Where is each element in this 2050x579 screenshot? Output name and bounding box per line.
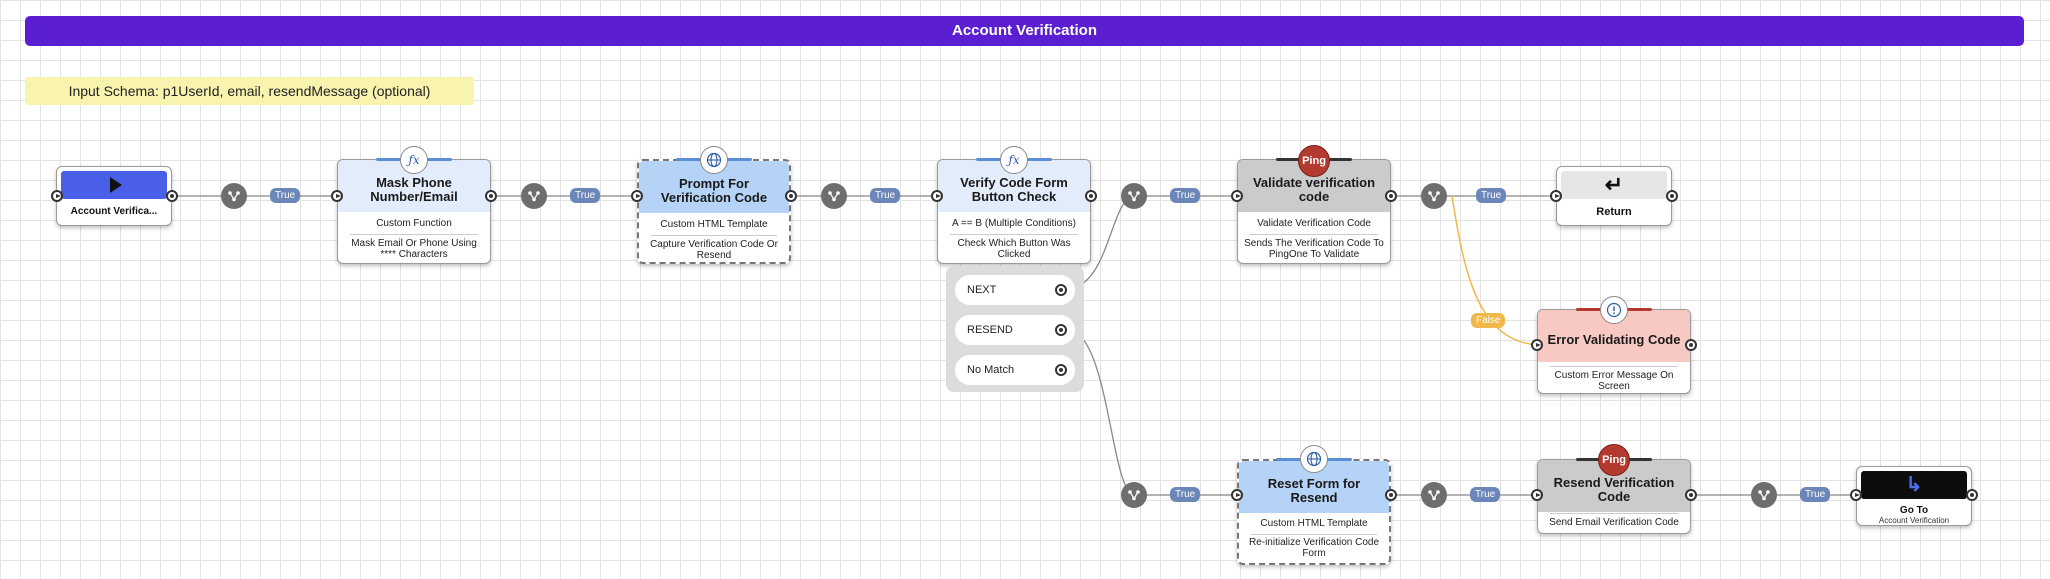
reset-form-node[interactable]: Reset Form for Resend Custom HTML Templa… — [1237, 459, 1391, 565]
validate-input-port[interactable] — [1231, 190, 1243, 202]
outcome-list: NEXT RESEND No Match — [946, 266, 1084, 392]
prompt-title: Prompt For Verification Code — [639, 161, 789, 213]
outcome-next[interactable]: NEXT — [955, 275, 1075, 305]
true-connector-label[interactable]: True — [1470, 487, 1501, 502]
join-icon[interactable] — [821, 183, 847, 209]
return-input-port[interactable] — [1550, 190, 1562, 202]
goto-node[interactable]: ↳ Go To Account Verification — [1856, 466, 1972, 526]
play-icon — [110, 177, 122, 193]
return-arrow-icon: ↵ — [1604, 172, 1624, 197]
true-connector-label[interactable]: True — [870, 188, 901, 203]
mask-input-port[interactable] — [331, 190, 343, 202]
verify-desc: Check Which Button Was Clicked — [957, 238, 1071, 260]
outcome-next-port[interactable] — [1055, 284, 1067, 296]
flow-title-banner: Account Verification — [25, 16, 2024, 46]
resend-code-node[interactable]: Resend Verification Code Send Email Veri… — [1537, 459, 1691, 534]
join-icon[interactable] — [1121, 482, 1147, 508]
join-icon[interactable] — [221, 183, 247, 209]
prompt-type: Custom HTML Template — [660, 219, 768, 230]
join-icon[interactable] — [1121, 183, 1147, 209]
true-connector-label[interactable]: True — [1170, 188, 1201, 203]
validate-desc: Sends The Verification Code To PingOne T… — [1244, 238, 1384, 260]
mask-phone-node[interactable]: Mask Phone Number/Email Custom Function … — [337, 159, 491, 264]
start-node[interactable]: Account Verifica... — [56, 166, 172, 226]
globe-icon — [1300, 445, 1328, 473]
resend-input-port[interactable] — [1531, 489, 1543, 501]
input-schema-note: Input Schema: p1UserId, email, resendMes… — [25, 77, 474, 105]
true-connector-label[interactable]: True — [270, 188, 301, 203]
verify-input-port[interactable] — [931, 190, 943, 202]
return-node[interactable]: ↵ Return — [1556, 166, 1672, 226]
mask-phone-title: Mask Phone Number/Email — [338, 160, 490, 212]
reset-input-port[interactable] — [1231, 489, 1243, 501]
goto-button[interactable]: ↳ — [1861, 471, 1967, 499]
mask-output-port[interactable] — [485, 190, 497, 202]
mask-phone-type: Custom Function — [376, 218, 452, 229]
function-icon: ƒx — [1000, 146, 1028, 174]
join-icon[interactable] — [1421, 183, 1447, 209]
false-connector-label[interactable]: False — [1471, 313, 1506, 328]
prompt-verification-node[interactable]: Prompt For Verification Code Custom HTML… — [637, 159, 791, 264]
join-icon[interactable] — [1751, 482, 1777, 508]
globe-icon — [700, 146, 728, 174]
outcome-resend[interactable]: RESEND — [955, 315, 1075, 345]
reset-type: Custom HTML Template — [1260, 518, 1368, 529]
goto-target: Account Verification — [1878, 516, 1950, 525]
outcome-no-match[interactable]: No Match — [955, 355, 1075, 385]
outcome-no-match-port[interactable] — [1055, 364, 1067, 376]
ping-icon: Ping — [1298, 145, 1330, 177]
verify-type: A == B (Multiple Conditions) — [952, 218, 1076, 229]
reset-desc: Re-initialize Verification Code Form — [1248, 537, 1380, 559]
true-connector-label[interactable]: True — [1800, 487, 1831, 502]
join-icon[interactable] — [1421, 482, 1447, 508]
goto-input-port[interactable] — [1850, 489, 1862, 501]
prompt-desc: Capture Verification Code Or Resend — [650, 239, 778, 261]
goto-label: Go To — [1899, 505, 1929, 516]
return-button[interactable]: ↵ — [1561, 171, 1667, 199]
redirect-arrow-icon: ↳ — [1905, 474, 1923, 496]
error-output-port[interactable] — [1685, 339, 1697, 351]
ping-icon: Ping — [1598, 444, 1630, 476]
true-connector-label[interactable]: True — [1476, 188, 1507, 203]
validate-type: Validate Verification Code — [1257, 218, 1371, 229]
outcome-resend-port[interactable] — [1055, 324, 1067, 336]
start-input-port[interactable] — [51, 190, 63, 202]
return-label: Return — [1596, 206, 1632, 218]
start-button[interactable] — [61, 171, 167, 199]
start-label: Account Verifica... — [70, 206, 158, 217]
start-output-port[interactable] — [166, 190, 178, 202]
error-desc: Custom Error Message On Screen — [1554, 370, 1674, 392]
resend-type: Send Email Verification Code — [1549, 517, 1679, 528]
prompt-output-port[interactable] — [785, 190, 797, 202]
reset-output-port[interactable] — [1385, 489, 1397, 501]
join-icon[interactable] — [521, 183, 547, 209]
function-icon: ƒx — [400, 146, 428, 174]
alert-icon — [1600, 296, 1628, 324]
goto-output-port[interactable] — [1966, 489, 1978, 501]
validate-output-port[interactable] — [1385, 190, 1397, 202]
return-output-port[interactable] — [1666, 190, 1678, 202]
mask-phone-desc: Mask Email Or Phone Using **** Character… — [351, 238, 477, 260]
prompt-input-port[interactable] — [631, 190, 643, 202]
resend-output-port[interactable] — [1685, 489, 1697, 501]
true-connector-label[interactable]: True — [1170, 487, 1201, 502]
true-connector-label[interactable]: True — [570, 188, 601, 203]
verify-output-port[interactable] — [1085, 190, 1097, 202]
verify-title: Verify Code Form Button Check — [938, 160, 1090, 212]
error-input-port[interactable] — [1531, 339, 1543, 351]
verify-code-form-node[interactable]: Verify Code Form Button Check A == B (Mu… — [937, 159, 1091, 264]
